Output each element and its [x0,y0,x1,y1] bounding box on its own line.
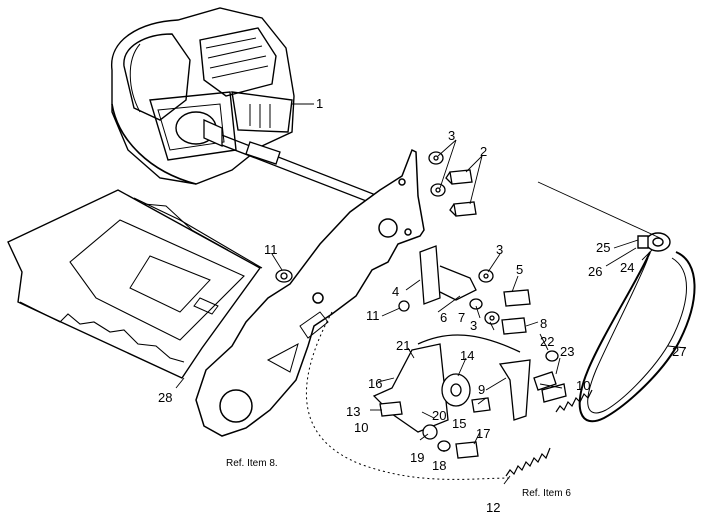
callout-4: 4 [392,284,399,299]
callout-10b: 10 [576,378,590,393]
ref-item-6-label: Ref. Item 6 [522,488,571,499]
callout-14: 14 [460,348,474,363]
belt-guard-tray [7,189,263,379]
reference-labels: Ref. Item 8. Ref. Item 6 [226,458,571,499]
callout-26: 26 [588,264,602,279]
callout-6: 6 [440,310,447,325]
callout-1: 1 [316,96,323,111]
callout-28: 28 [158,390,172,405]
callout-19: 19 [410,450,424,465]
callout-24: 24 [620,260,634,275]
springs [505,389,593,477]
callout-22: 22 [540,334,554,349]
callout-12: 12 [486,500,500,515]
drive-shaft [203,118,405,215]
callout-21: 21 [396,338,410,353]
reference-dotted-line [305,311,513,480]
callout-7: 7 [458,310,465,325]
callout-17: 17 [476,426,490,441]
leader-lines [175,103,687,485]
callout-25: 25 [596,240,610,255]
callout-3c: 3 [470,318,477,333]
callout-5: 5 [516,262,523,277]
callout-23: 23 [560,344,574,359]
callout-9: 9 [478,382,485,397]
callout-27: 27 [672,344,686,359]
callout-3b: 3 [496,242,503,257]
hardware-parts [275,151,531,335]
callout-18: 18 [432,458,446,473]
callout-labels: 1 2 3 3 3 4 5 6 7 8 9 10 10 11 11 12 13 … [158,96,686,515]
frame-plate [195,148,425,437]
ref-item-8-label: Ref. Item 8. [226,458,278,469]
callout-2: 2 [480,144,487,159]
callout-10a: 10 [354,420,368,435]
callout-13: 13 [346,404,360,419]
callout-16: 16 [368,376,382,391]
idler-assembly [372,334,567,459]
callout-15: 15 [452,416,466,431]
callout-11b: 11 [366,308,380,323]
callout-11a: 11 [264,242,278,257]
callout-20: 20 [432,408,446,423]
pulley-and-belt [578,232,696,423]
callout-8: 8 [540,316,547,331]
callout-3a: 3 [448,128,455,143]
